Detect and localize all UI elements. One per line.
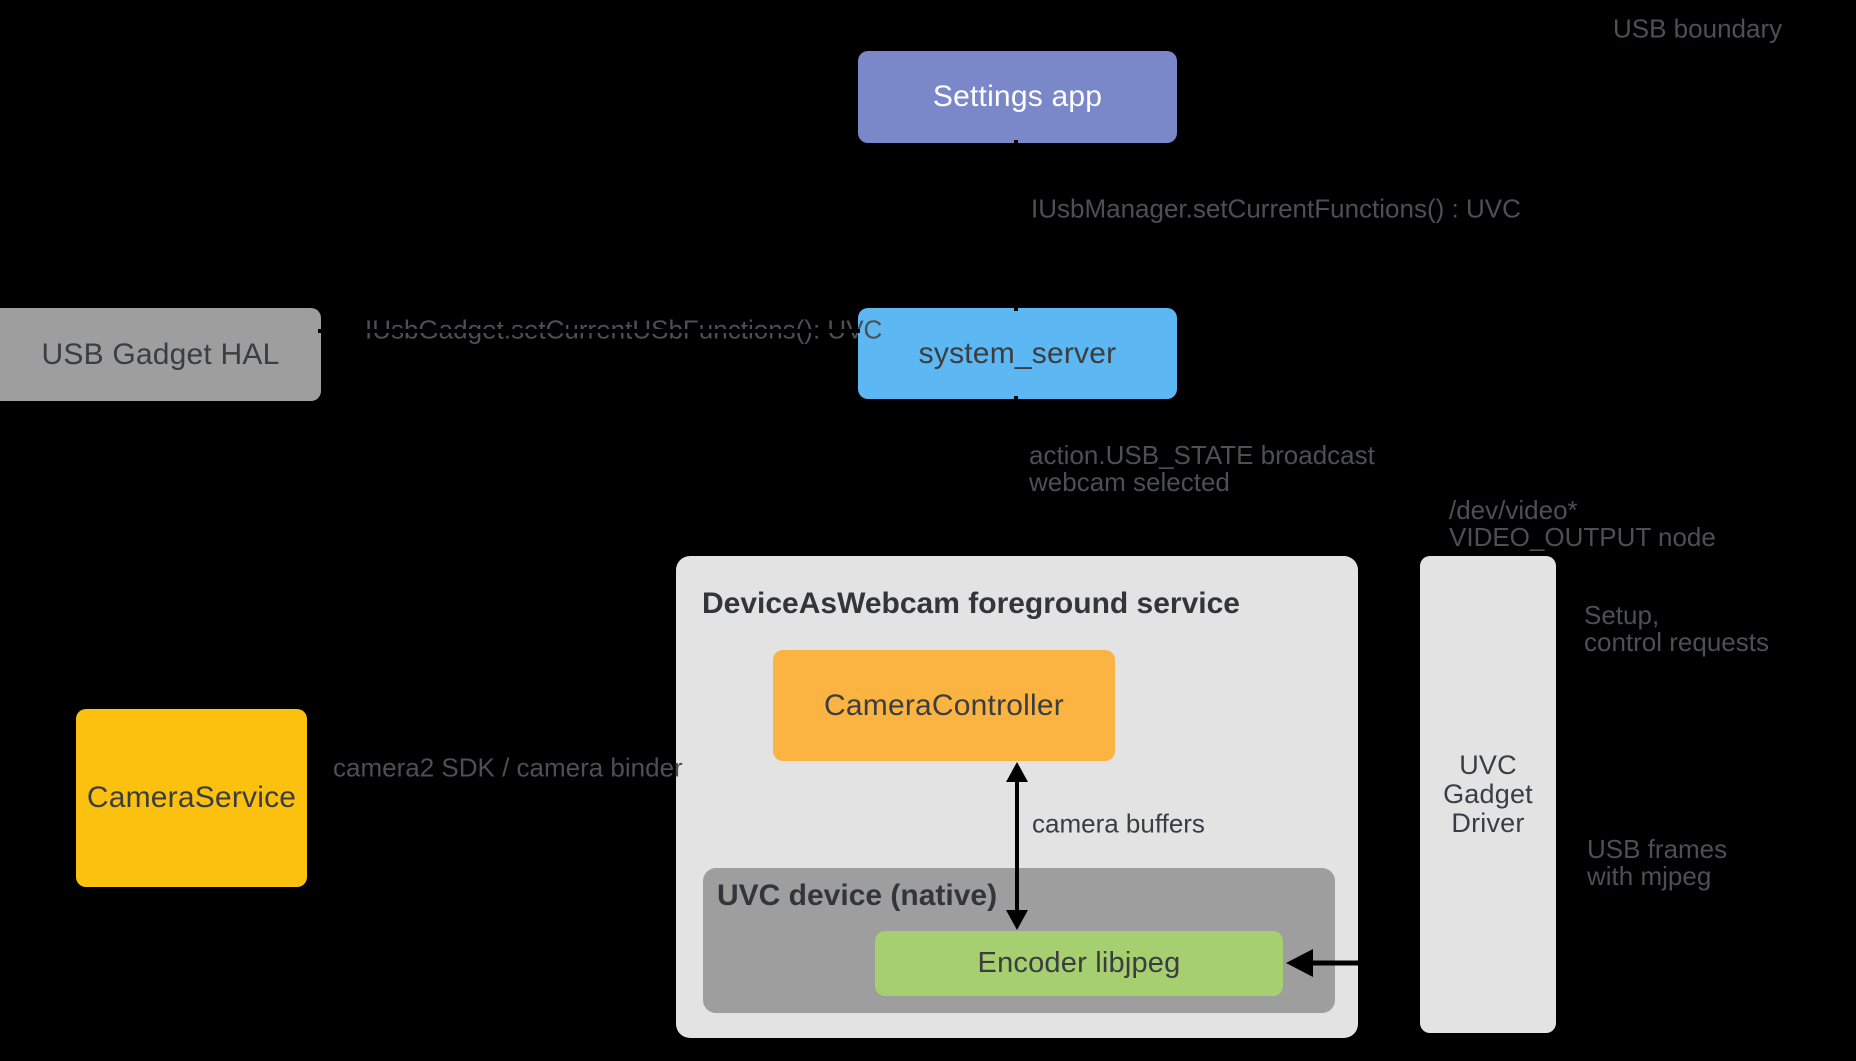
encoder-libjpeg-box: Encoder libjpeg xyxy=(875,931,1283,996)
uvc-gadget-driver-box: UVC Gadget Driver xyxy=(1420,556,1556,1033)
deviceaswebcam-service-title: DeviceAsWebcam foreground service xyxy=(702,587,1240,620)
usb-frames-line2: with mjpeg xyxy=(1587,861,1712,891)
usb-frames-mjpeg-label: USB frames with mjpeg xyxy=(1587,836,1727,890)
system-server-label: system_server xyxy=(918,336,1117,370)
camera-service-box: CameraService xyxy=(76,709,307,887)
dev-video-node-label: /dev/video* VIDEO_OUTPUT node xyxy=(1449,497,1716,551)
usb-boundary-label: USB boundary xyxy=(1613,13,1783,44)
setup-control-requests-label: Setup, control requests xyxy=(1584,602,1769,656)
usb-state-broadcast-label: action.USB_STATE broadcast webcam select… xyxy=(1029,442,1375,496)
usb-gadget-hal-box: USB Gadget HAL xyxy=(0,308,321,401)
setup-line1: Setup, xyxy=(1584,600,1660,630)
settings-app-box: Settings app xyxy=(858,51,1177,143)
uvc-gadget-driver-label: UVC Gadget Driver xyxy=(1443,750,1533,838)
camera-service-label: CameraService xyxy=(86,781,297,814)
camera-controller-box: CameraController xyxy=(773,650,1115,761)
usb-state-line1: action.USB_STATE broadcast xyxy=(1029,440,1375,470)
encoder-libjpeg-label: Encoder libjpeg xyxy=(977,947,1181,979)
usb-gadget-hal-label: USB Gadget HAL xyxy=(41,337,280,371)
settings-app-label: Settings app xyxy=(932,80,1103,113)
usb-frames-line1: USB frames xyxy=(1587,834,1728,864)
setup-line2: control requests xyxy=(1584,627,1769,657)
dev-video-line2: VIDEO_OUTPUT node xyxy=(1449,522,1716,552)
system-server-box: system_server xyxy=(858,308,1177,399)
camera2-sdk-binder-label: camera2 SDK / camera binder xyxy=(333,752,683,783)
iusbgadget-call-label: IUsbGadget.setCurrentUSbFunctions(): UVC xyxy=(365,314,883,345)
uvc-device-native-title: UVC device (native) xyxy=(717,879,998,912)
iusbmanager-call-label: IUsbManager.setCurrentFunctions() : UVC xyxy=(1031,193,1521,224)
camera-controller-label: CameraController xyxy=(824,688,1064,722)
usb-state-line2: webcam selected xyxy=(1029,467,1230,497)
dev-video-line1: /dev/video* xyxy=(1449,495,1578,525)
camera-buffers-label: camera buffers xyxy=(1032,808,1205,839)
